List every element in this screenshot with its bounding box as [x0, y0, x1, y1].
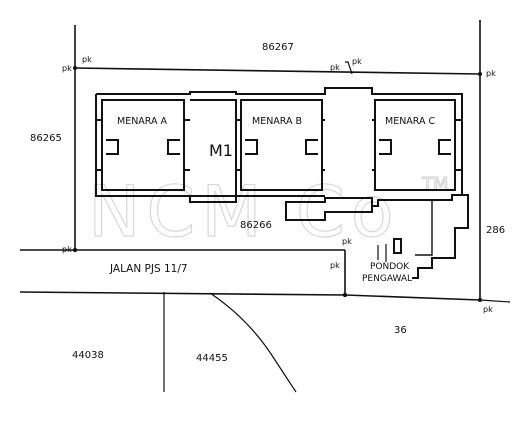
tower-c-outline — [374, 99, 456, 191]
block-m1-outline — [190, 99, 237, 197]
tower-b-outline — [240, 99, 323, 191]
peg-mark: pk — [82, 55, 92, 64]
peg-mark: pk — [62, 245, 72, 254]
peg-mark: pk — [486, 69, 496, 78]
tower-c-label: MENARA C — [385, 116, 436, 127]
lot-number-bottom-mid: 44455 — [196, 353, 228, 364]
road-name: JALAN PJS 11/7 — [109, 263, 188, 275]
guardhouse-label-line2: PENGAWAL — [362, 274, 412, 284]
peg-mark: pk — [62, 64, 72, 73]
survey-pegs — [72, 66, 482, 302]
peg-mark: pk — [330, 63, 340, 72]
peg-mark: pk — [330, 261, 340, 270]
lot-number-road-right: 36 — [394, 325, 407, 336]
peg-mark: pk — [352, 57, 362, 66]
lot-number-strip: 86266 — [240, 220, 272, 231]
tower-b-label: MENARA B — [252, 116, 302, 127]
lot-number-right: 286 — [486, 225, 505, 236]
guardhouse-outline — [393, 238, 402, 254]
guardhouse-label-line1: PONDOK — [370, 262, 410, 272]
lot-number-top: 86267 — [262, 42, 294, 53]
block-m1-label: M1 — [209, 141, 233, 160]
lot-number-left: 86265 — [30, 133, 62, 144]
watermark-tm: TM — [421, 174, 449, 195]
peg-mark: pk — [483, 305, 493, 314]
lot-number-bottom-left: 44038 — [72, 350, 104, 361]
tower-a-outline — [101, 99, 185, 191]
peg-mark: pk — [342, 237, 352, 246]
tower-a-label: MENARA A — [117, 116, 168, 127]
building-block — [95, 87, 469, 279]
